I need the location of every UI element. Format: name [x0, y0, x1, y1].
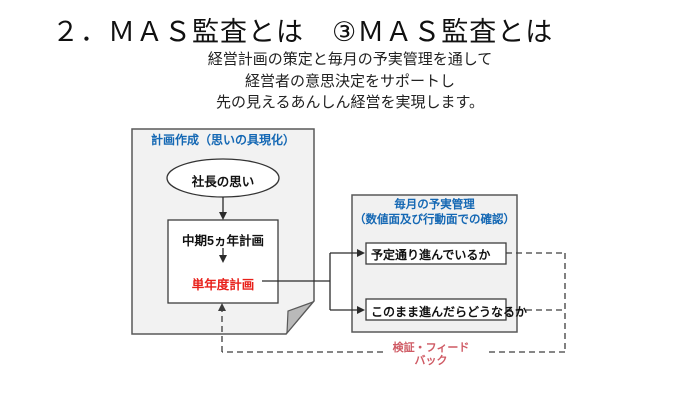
check2-label: このまま進んだらどうなるか — [371, 305, 528, 319]
feedback-label-line1: 検証・フィード — [392, 342, 470, 354]
right-arrow-icon — [357, 306, 365, 314]
feedback-label: 検証・フィード バック — [379, 342, 483, 368]
monthly-panel-header-line1: 毎月の予実管理 — [394, 199, 475, 211]
solid-arrowheads — [219, 212, 365, 314]
up-arrow-icon — [218, 303, 226, 311]
subtitle-line: 先の見えるあんしん経営を実現します。 — [215, 94, 485, 111]
plan-panel-header: 計画作成（思いの具現化） — [150, 133, 295, 147]
feedback-dashed-loop — [221, 252, 566, 353]
down-arrow-icon — [219, 255, 227, 263]
annual-plan-label: 単年度計画 — [191, 278, 255, 292]
right-arrow-icon — [357, 249, 365, 257]
feedback-label-line2: バック — [414, 355, 448, 367]
subtitle-line: 経営者の意思決定をサポートし — [244, 72, 455, 90]
president-thought-label: 社長の思い — [191, 175, 255, 189]
monthly-panel-header: 毎月の予実管理 （数値面及び行動面での確認） — [352, 198, 517, 227]
page-fold-icon — [286, 300, 315, 335]
subtitle-line: 経営計画の策定と毎月の予実管理を通して — [207, 51, 493, 68]
monthly-panel-header-line2: （数値面及び行動面での確認） — [354, 213, 515, 226]
slide-title: ２．ＭＡＳ監査とは ③ＭＡＳ監査とは — [52, 17, 554, 47]
check1-label: 予定通り進んでいるか — [371, 248, 491, 262]
mid-term-plan-label: 中期5ヵ年計画 — [182, 234, 264, 248]
slide-subtitle: 経営計画の策定と毎月の予実管理を通して 経営者の意思決定をサポートし 先の見える… — [0, 49, 700, 114]
down-arrow-icon — [219, 212, 227, 220]
solid-connectors — [222, 197, 358, 311]
